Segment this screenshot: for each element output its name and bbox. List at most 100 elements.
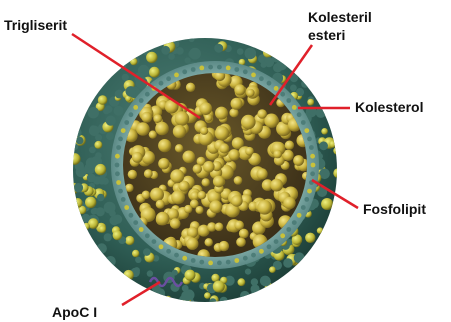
ring-molecule <box>251 73 256 78</box>
core-lipid-molecule <box>170 218 181 229</box>
ring-molecule <box>310 154 315 159</box>
surface-molecule <box>115 90 124 99</box>
surface-molecule <box>72 144 79 151</box>
ring-molecule <box>199 260 204 265</box>
surface-molecule <box>106 116 116 126</box>
core-lipid-molecule <box>234 84 245 95</box>
surface-molecule <box>294 252 305 263</box>
ring-molecule <box>159 81 164 86</box>
ring-molecule <box>243 256 248 261</box>
ring-molecule <box>304 128 309 133</box>
core-lipid-molecule <box>142 191 151 200</box>
ring-molecule <box>182 256 187 261</box>
core-lipid-molecule <box>213 176 225 188</box>
core-lipid-molecule <box>202 178 210 186</box>
surface-molecule <box>73 198 83 208</box>
core-lipid-molecule <box>231 195 243 207</box>
core-lipid-molecule <box>270 179 283 192</box>
surface-molecule <box>72 128 82 138</box>
apoc-leader <box>122 282 160 305</box>
ring-molecule <box>191 258 196 263</box>
core-lipid-molecule <box>200 127 208 135</box>
surface-molecule <box>301 80 309 88</box>
core-lipid-molecule <box>228 149 239 160</box>
core-lipid-molecule <box>184 205 192 213</box>
ring-molecule <box>121 128 126 133</box>
core-lipid-molecule <box>156 212 170 226</box>
surface-molecule <box>96 207 105 216</box>
ring-molecule <box>166 249 171 254</box>
core-lipid-molecule <box>219 143 229 153</box>
surface-molecule <box>97 243 107 253</box>
surface-molecule <box>69 153 81 165</box>
ring-molecule <box>280 233 285 238</box>
surface-molecule <box>214 44 223 53</box>
core-lipid-molecule <box>215 126 229 140</box>
ring-molecule <box>124 205 129 210</box>
core-lipid-molecule <box>234 221 244 231</box>
ring-molecule <box>118 137 123 142</box>
surface-molecule <box>276 59 287 70</box>
core-lipid-molecule <box>203 161 215 173</box>
surface-molecule <box>130 58 137 65</box>
surface-molecule <box>97 194 104 201</box>
surface-molecule <box>220 297 228 305</box>
phospholipid-label: Fosfolipit <box>363 201 426 217</box>
surface-molecule <box>319 141 328 150</box>
core-lipid-molecule <box>257 109 267 119</box>
surface-molecule <box>83 223 90 230</box>
surface-molecule <box>251 284 260 293</box>
ring-molecule <box>297 112 302 117</box>
surface-molecule <box>269 266 276 273</box>
surface-molecule <box>237 48 244 55</box>
ring-molecule <box>182 69 187 74</box>
core-lipid-molecule <box>153 114 162 123</box>
ring-molecule <box>259 76 264 81</box>
surface-molecule <box>168 53 175 60</box>
ring-molecule <box>267 244 272 249</box>
core-lipid-molecule <box>205 238 213 246</box>
surface-molecule <box>189 36 195 42</box>
core-lipid-molecule <box>219 241 229 251</box>
surface-molecule <box>290 85 297 92</box>
apoc-label: ApoC I <box>52 304 97 320</box>
surface-molecule <box>321 128 328 135</box>
ring-molecule <box>116 180 121 185</box>
surface-molecule <box>189 48 201 60</box>
core-lipid-molecule <box>198 191 206 199</box>
surface-molecule <box>94 141 102 149</box>
ring-molecule <box>174 253 179 258</box>
ring-molecule <box>274 86 279 91</box>
ring-molecule <box>152 239 157 244</box>
ring-molecule <box>139 98 144 103</box>
surface-molecule <box>240 291 250 301</box>
core-lipid-molecule <box>293 155 304 166</box>
core-lipid-molecule <box>158 158 169 169</box>
ring-molecule <box>208 261 213 266</box>
surface-molecule <box>146 52 157 63</box>
ring-molecule <box>301 120 306 125</box>
ring-molecule <box>121 197 126 202</box>
ring-molecule <box>217 65 222 70</box>
core-lipid-molecule <box>257 168 268 179</box>
core-lipid-molecule <box>170 169 184 183</box>
ring-molecule <box>145 233 150 238</box>
ring-molecule <box>115 154 120 159</box>
surface-molecule <box>181 291 192 302</box>
surface-molecule <box>329 140 336 147</box>
surface-molecule <box>185 270 196 281</box>
surface-molecule <box>204 292 211 299</box>
ring-molecule <box>286 227 291 232</box>
ring-molecule <box>139 227 144 232</box>
core-lipid-molecule <box>241 115 256 130</box>
surface-molecule <box>333 147 341 155</box>
cholesteryl-ester-label-line1: Kolesteril <box>308 9 372 25</box>
ring-molecule <box>217 261 222 266</box>
ring-molecule <box>226 260 231 265</box>
surface-molecule <box>113 231 123 241</box>
ring-molecule <box>307 189 312 194</box>
surface-molecule <box>87 174 96 183</box>
surface-molecule <box>132 250 139 257</box>
surface-molecule <box>161 46 170 55</box>
